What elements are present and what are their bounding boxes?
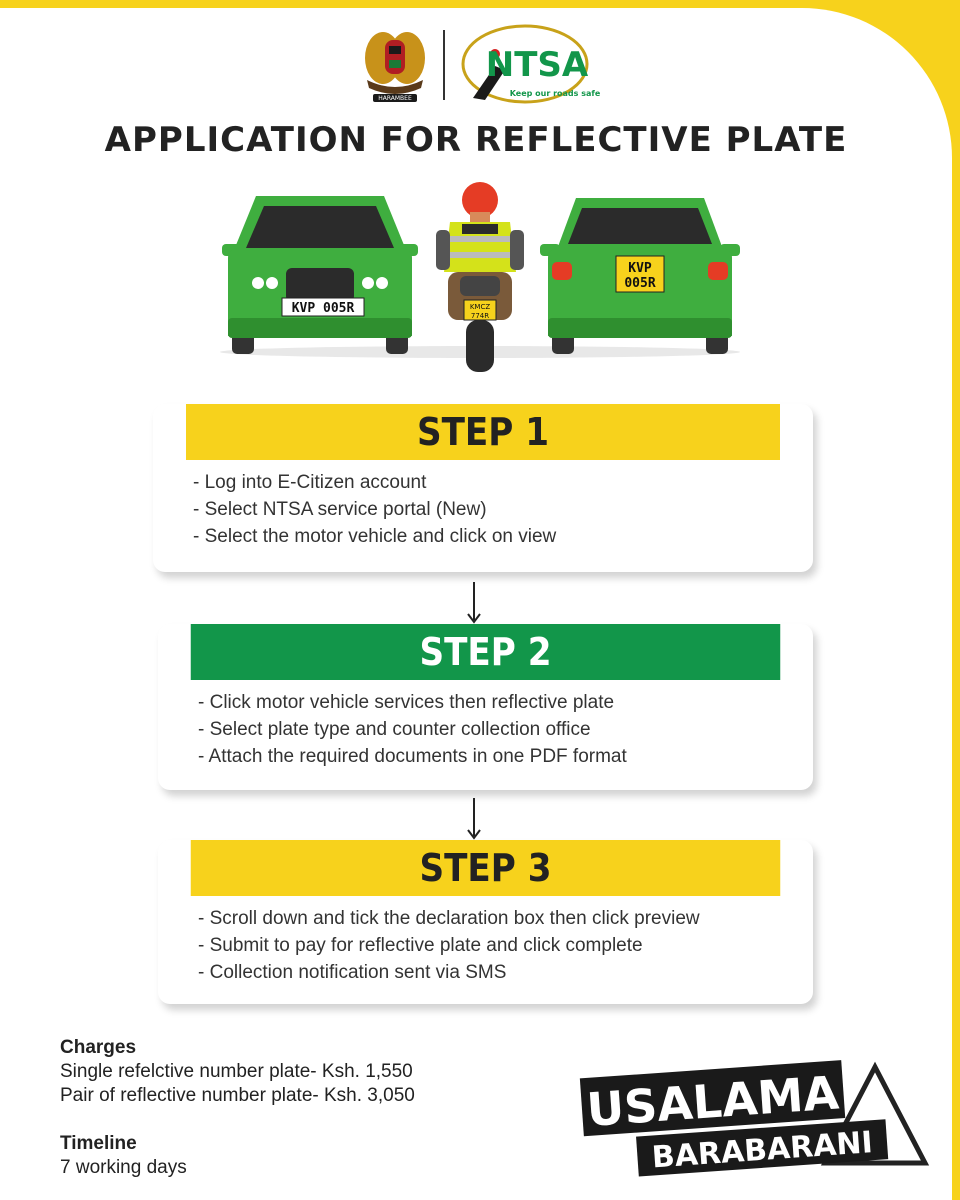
list-item: - Attach the required documents in one P…: [198, 746, 627, 767]
list-item: - Log into E-Citizen account: [193, 472, 427, 493]
coat-of-arms-logo: HARAMBEE: [365, 32, 425, 102]
bike-plate-bottom: 774R: [471, 312, 489, 320]
vehicles-illustration: KVP 005R KMCZ 774R: [220, 182, 740, 372]
step-3-heading: STEP 3: [190, 840, 781, 896]
ntsa-logo-text: NTSA: [486, 45, 589, 85]
down-arrow-icon: [467, 798, 481, 840]
badge-line-2: BARABARANI: [651, 1125, 874, 1175]
timeline-value: 7 working days: [60, 1157, 187, 1178]
header-divider: [443, 30, 445, 100]
front-car-image: KVP 005R: [222, 196, 418, 354]
list-item: - Submit to pay for reflective plate and…: [198, 935, 643, 956]
list-item: - Scroll down and tick the declaration b…: [198, 908, 700, 929]
page-title: APPLICATION FOR REFLECTIVE PLATE: [104, 120, 848, 160]
timeline-heading: Timeline: [60, 1133, 137, 1154]
coat-of-arms-motto: HARAMBEE: [378, 95, 412, 102]
rear-plate-bottom: 005R: [624, 276, 655, 291]
step-2-list: - Click motor vehicle services then refl…: [158, 680, 813, 770]
ntsa-logo: NTSA Keep our roads safe: [461, 24, 601, 104]
charges-heading: Charges: [60, 1037, 137, 1058]
list-item: - Select NTSA service portal (New): [193, 499, 487, 520]
charges-section: Charges Single refelctive number plate- …: [60, 1036, 500, 1180]
step-1-heading: STEP 1: [186, 404, 780, 460]
warning-triangle-icon: [820, 1061, 930, 1166]
list-item: - Click motor vehicle services then refl…: [198, 692, 615, 713]
motorbike-rider-image: KMCZ 774R: [436, 182, 524, 372]
step-1-card: STEP 1 - Log into E-Citizen account - Se…: [153, 404, 813, 572]
step-3-list: - Scroll down and tick the declaration b…: [158, 896, 813, 986]
step-2-heading: STEP 2: [190, 624, 781, 680]
usalama-barabarani-badge: USALAMA BARABARANI: [579, 1060, 930, 1177]
charge-pair: Pair of reflective number plate- Ksh. 3,…: [60, 1085, 415, 1106]
down-arrow-icon: [467, 582, 481, 624]
poster-card: HARAMBEE NTSA Keep our roads safe APPLIC…: [0, 8, 952, 1200]
step-3-card: STEP 3 - Scroll down and tick the declar…: [158, 840, 813, 1004]
ntsa-tagline: Keep our roads safe: [510, 89, 601, 98]
bike-plate-top: KMCZ: [470, 303, 491, 311]
list-item: - Collection notification sent via SMS: [198, 962, 507, 983]
step-2-card: STEP 2 - Click motor vehicle services th…: [158, 624, 813, 790]
front-plate: KVP 005R: [292, 301, 355, 316]
charge-single: Single refelctive number plate- Ksh. 1,5…: [60, 1061, 413, 1082]
rear-car-image: KVP 005R: [540, 198, 740, 354]
step-1-list: - Log into E-Citizen account - Select NT…: [153, 460, 813, 550]
header-logos: HARAMBEE NTSA Keep our roads safe: [365, 24, 601, 104]
list-item: - Select plate type and counter collecti…: [198, 719, 591, 740]
list-item: - Select the motor vehicle and click on …: [193, 526, 557, 547]
rear-plate-top: KVP: [628, 261, 652, 276]
